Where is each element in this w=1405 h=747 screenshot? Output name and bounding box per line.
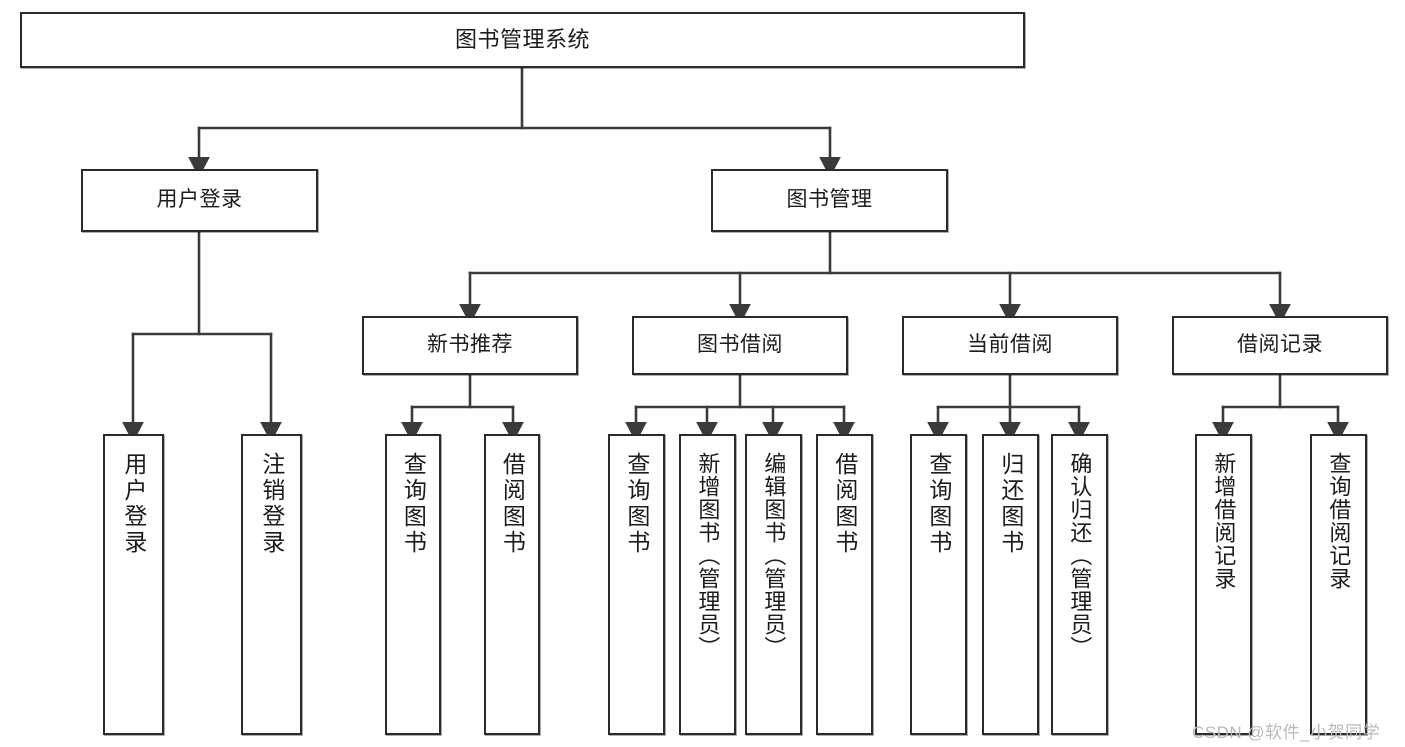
node-label: 查询图书 bbox=[925, 452, 952, 556]
node-label: 查询借阅记录 bbox=[1326, 452, 1352, 590]
node-label: 新增图书（管理员） bbox=[695, 452, 721, 659]
node-leaf-add-book-admin[interactable]: 新增图书（管理员） bbox=[679, 434, 736, 735]
node-label: 编辑图书（管理员） bbox=[761, 452, 787, 659]
node-label: 新增借阅记录 bbox=[1211, 452, 1237, 590]
node-leaf-add-borrowing-record[interactable]: 新增借阅记录 bbox=[1195, 434, 1252, 735]
node-current-borrowing[interactable]: 当前借阅 bbox=[902, 316, 1118, 375]
node-leaf-borrow-book-recommendation[interactable]: 借阅图书 bbox=[484, 434, 540, 735]
node-book-management[interactable]: 图书管理 bbox=[711, 169, 948, 232]
node-leaf-logout[interactable]: 注销登录 bbox=[241, 434, 302, 735]
node-label: 新书推荐 bbox=[427, 333, 513, 357]
node-label: 图书借阅 bbox=[697, 333, 783, 357]
node-label: 借阅记录 bbox=[1237, 333, 1323, 357]
node-new-book-recommendation[interactable]: 新书推荐 bbox=[362, 316, 578, 375]
node-leaf-borrow-book-borrowing[interactable]: 借阅图书 bbox=[816, 434, 873, 735]
node-borrowing-records[interactable]: 借阅记录 bbox=[1172, 316, 1388, 375]
node-book-borrowing[interactable]: 图书借阅 bbox=[632, 316, 848, 375]
node-label: 借阅图书 bbox=[499, 452, 526, 556]
node-label: 查询图书 bbox=[623, 452, 650, 556]
node-label: 当前借阅 bbox=[967, 333, 1053, 357]
node-label: 图书管理系统 bbox=[454, 27, 590, 53]
node-book-management-system[interactable]: 图书管理系统 bbox=[20, 12, 1025, 68]
node-leaf-edit-book-admin[interactable]: 编辑图书（管理员） bbox=[745, 434, 802, 735]
node-label: 归还图书 bbox=[997, 452, 1024, 556]
csdn-watermark: CSDN @软件_小贺同学 bbox=[1192, 723, 1381, 742]
node-user-login[interactable]: 用户登录 bbox=[81, 169, 318, 232]
node-label: 图书管理 bbox=[786, 188, 873, 212]
node-leaf-query-book-recommendation[interactable]: 查询图书 bbox=[385, 434, 441, 735]
node-label: 注销登录 bbox=[258, 452, 285, 556]
node-label: 用户登录 bbox=[156, 188, 243, 212]
node-leaf-query-borrowing-record[interactable]: 查询借阅记录 bbox=[1310, 434, 1367, 735]
node-leaf-confirm-return-admin[interactable]: 确认归还（管理员） bbox=[1051, 434, 1108, 735]
node-leaf-query-book-current[interactable]: 查询图书 bbox=[910, 434, 967, 735]
node-leaf-user-login[interactable]: 用户登录 bbox=[103, 434, 164, 735]
node-label: 查询图书 bbox=[400, 452, 427, 556]
node-label: 借阅图书 bbox=[831, 452, 858, 556]
node-label: 确认归还（管理员） bbox=[1067, 452, 1093, 659]
node-leaf-return-book[interactable]: 归还图书 bbox=[982, 434, 1039, 735]
node-label: 用户登录 bbox=[120, 452, 147, 556]
node-leaf-query-book-borrowing[interactable]: 查询图书 bbox=[608, 434, 665, 735]
